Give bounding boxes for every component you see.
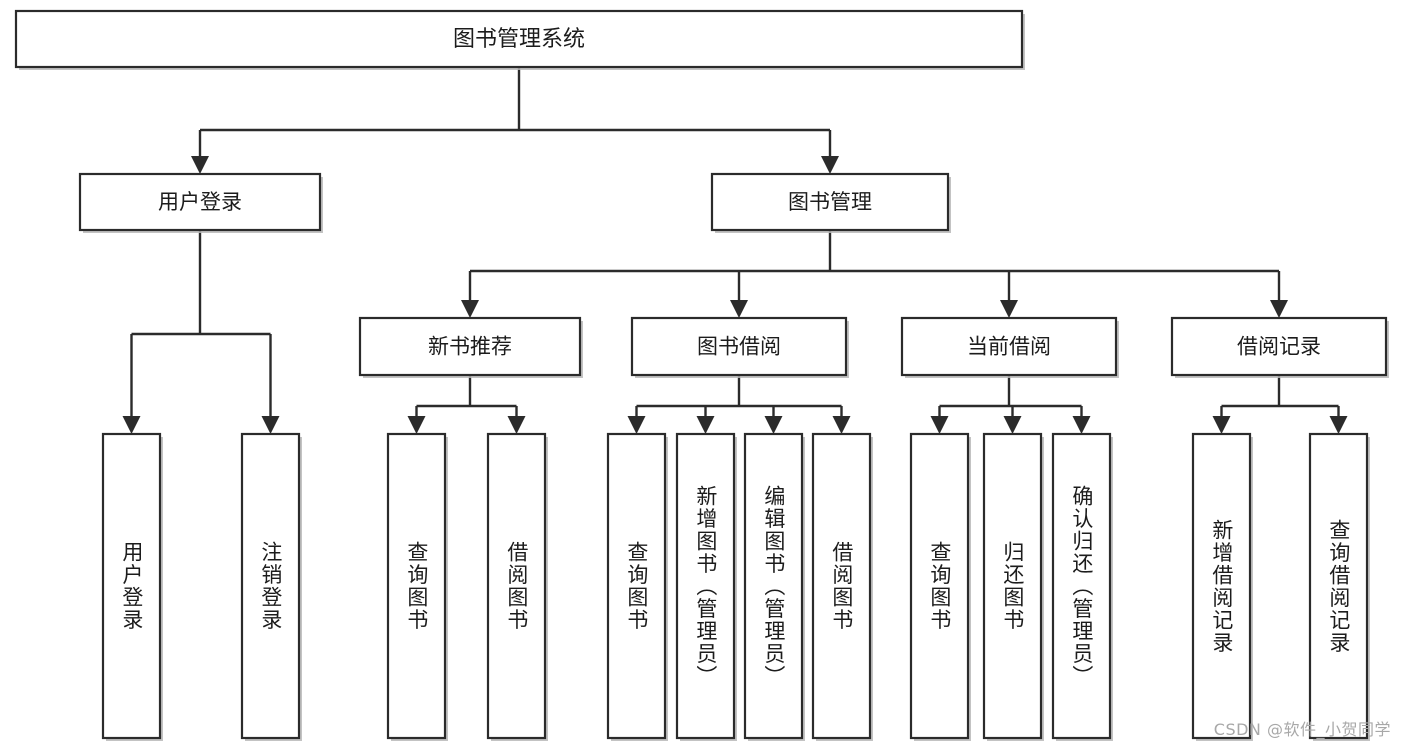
node-root[interactable]: 图书管理系统 [14, 9, 1025, 70]
node-label: 新书推荐 [428, 335, 512, 359]
arrow-head-icon [764, 416, 783, 434]
node-rect[interactable] [900, 316, 1118, 377]
arrow-head-icon [1000, 300, 1018, 318]
arrow-head-icon [507, 416, 526, 434]
node-leaf-query-book-borrow[interactable] [606, 432, 668, 741]
arrow-head-icon [1212, 416, 1231, 434]
arrow-head-icon [122, 416, 141, 434]
node-borrow-record[interactable]: 借阅记录 [1170, 316, 1389, 378]
arrow-head-icon [1003, 416, 1022, 434]
connector-conn-borrow-leaves [627, 375, 851, 434]
node-rect[interactable] [101, 432, 162, 740]
arrow-head-icon [1329, 416, 1348, 434]
node-rect[interactable] [358, 316, 582, 377]
connector-conn-record-leaves [1212, 375, 1348, 434]
node-leaf-confirm-return-admin[interactable] [1051, 432, 1113, 741]
connector-conn-bookmanage-level3 [461, 230, 1288, 318]
connector-layer [122, 67, 1348, 434]
node-rect[interactable] [606, 432, 667, 740]
arrow-head-icon [930, 416, 949, 434]
node-leaf-add-borrow-record[interactable] [1191, 432, 1253, 741]
arrow-head-icon [191, 156, 209, 174]
node-rect[interactable] [630, 316, 848, 377]
node-rect[interactable] [1051, 432, 1112, 740]
node-label: 当前借阅 [967, 335, 1051, 359]
node-leaf-borrow-book-recommend[interactable] [486, 432, 548, 741]
arrow-head-icon [1270, 300, 1288, 318]
node-leaf-edit-book-admin[interactable] [743, 432, 805, 741]
node-rect[interactable] [743, 432, 804, 740]
node-book-borrow[interactable]: 图书借阅 [630, 316, 849, 378]
arrow-head-icon [832, 416, 851, 434]
node-leaf-borrow-book[interactable] [811, 432, 873, 741]
node-label: 图书管理 [788, 190, 872, 214]
arrow-head-icon [461, 300, 479, 318]
node-leaf-query-borrow-record[interactable] [1308, 432, 1370, 741]
node-rect[interactable] [1308, 432, 1369, 740]
node-book-manage[interactable]: 图书管理 [710, 172, 951, 233]
node-rect[interactable] [386, 432, 447, 740]
arrow-head-icon [1072, 416, 1091, 434]
node-user-login[interactable]: 用户登录 [78, 172, 323, 233]
arrow-head-icon [627, 416, 646, 434]
node-rect[interactable] [710, 172, 950, 232]
node-rect[interactable] [1170, 316, 1388, 377]
node-rect[interactable] [811, 432, 872, 740]
node-label: 借阅记录 [1237, 335, 1321, 359]
node-rect[interactable] [14, 9, 1024, 69]
node-rect[interactable] [78, 172, 322, 232]
node-rect[interactable] [240, 432, 301, 740]
node-leaf-user-login[interactable] [101, 432, 163, 741]
connector-conn-current-leaves [930, 375, 1091, 434]
connector-conn-root-level2 [191, 67, 839, 174]
arrow-head-icon [730, 300, 748, 318]
node-leaf-query-book-current[interactable] [909, 432, 971, 741]
connector-conn-userlogin-leaves [122, 230, 280, 434]
arrow-head-icon [407, 416, 426, 434]
connector-conn-recommend-leaves [407, 375, 526, 434]
node-label: 图书借阅 [697, 335, 781, 359]
watermark-text: CSDN @软件_小贺同学 [1213, 720, 1391, 739]
arrow-head-icon [696, 416, 715, 434]
node-leaf-user-logout[interactable] [240, 432, 302, 741]
node-rect[interactable] [909, 432, 970, 740]
node-rect[interactable] [1191, 432, 1252, 740]
node-rect[interactable] [486, 432, 547, 740]
node-rect[interactable] [982, 432, 1043, 740]
node-current-borrow[interactable]: 当前借阅 [900, 316, 1119, 378]
node-label: 图书管理系统 [453, 27, 585, 52]
node-leaf-return-book[interactable] [982, 432, 1044, 741]
arrow-head-icon [261, 416, 280, 434]
node-rect[interactable] [675, 432, 736, 740]
node-label: 用户登录 [158, 190, 242, 214]
node-leaf-query-book-recommend[interactable] [386, 432, 448, 741]
node-new-book-recommend[interactable]: 新书推荐 [358, 316, 583, 378]
node-leaf-add-book-admin[interactable] [675, 432, 737, 741]
arrow-head-icon [821, 156, 839, 174]
